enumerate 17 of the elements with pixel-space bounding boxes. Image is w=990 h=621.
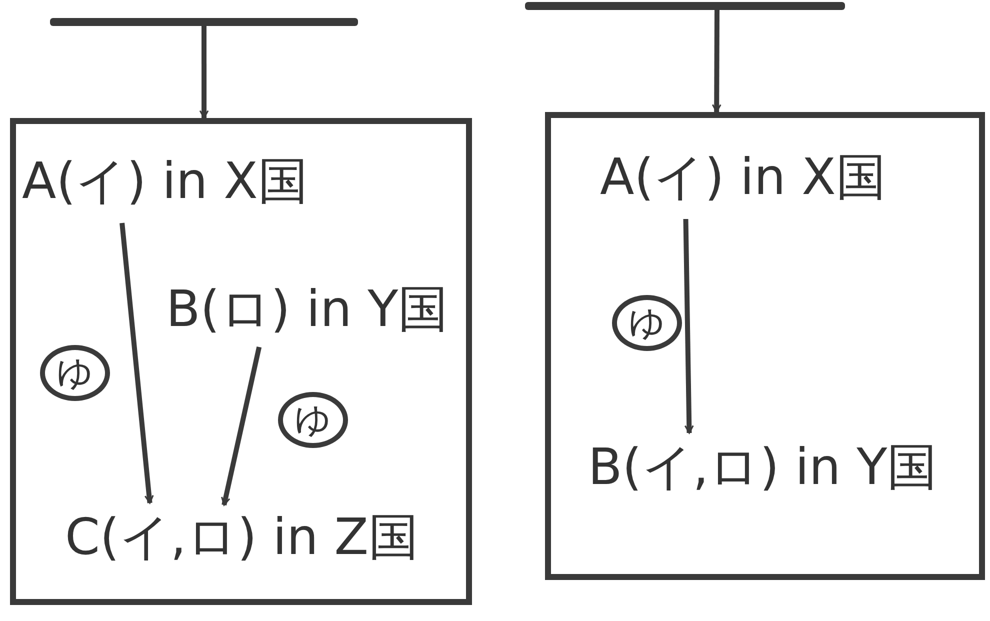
frame-box <box>545 112 985 580</box>
arrow <box>683 218 694 434</box>
node-label: A(イ) in X国 <box>22 154 308 209</box>
frame-box <box>10 118 472 605</box>
node-label: B(ロ) in Y国 <box>166 282 448 337</box>
edge-label: ゆ <box>278 392 348 448</box>
arrow <box>120 222 154 504</box>
arrow <box>221 346 262 506</box>
edge-label: ゆ <box>40 345 110 401</box>
bar-line <box>525 2 845 10</box>
arrow <box>712 10 722 113</box>
node-label: C(イ,ロ) in Z国 <box>65 510 418 565</box>
node-label: A(イ) in X国 <box>600 150 886 205</box>
node-label: B(イ,ロ) in Y国 <box>588 440 938 495</box>
bar-line <box>50 18 358 26</box>
edge-label: ゆ <box>612 295 682 351</box>
arrow <box>199 26 209 119</box>
